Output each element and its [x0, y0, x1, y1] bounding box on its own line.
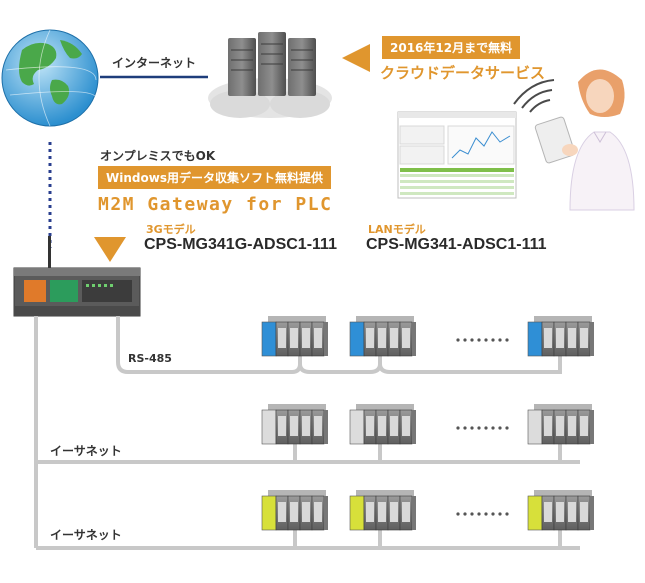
plc-unit-icon — [349, 316, 416, 357]
onpremise-label: オンプレミスでもOK — [100, 149, 216, 163]
plc-unit-icon — [527, 404, 594, 445]
ellipsis-dot — [470, 338, 474, 342]
gateway-device-icon — [13, 236, 141, 317]
cloud-free-badge: 2016年12月まで無料 — [382, 36, 521, 59]
ethernet-label-2: イーサネット — [50, 528, 122, 542]
ellipsis-dot — [477, 426, 481, 430]
model-lan-name: CPS-MG341-ADSC1-111 — [366, 236, 547, 253]
wifi-icon — [513, 79, 555, 113]
ellipsis-dot — [498, 512, 502, 516]
internet-label: インターネット — [112, 56, 197, 70]
plc-unit-icon — [261, 316, 328, 357]
plc-unit-icon — [349, 404, 416, 445]
ellipsis-dot — [456, 426, 460, 430]
cloud-service-label: クラウドデータサービス — [380, 64, 546, 82]
ellipsis-dot — [463, 512, 467, 516]
person-with-tablet-icon — [534, 69, 635, 211]
ellipsis-dot — [505, 512, 509, 516]
gateway-title: M2M Gateway for PLC — [98, 194, 333, 215]
ellipsis-dot — [463, 426, 467, 430]
network-lines — [34, 316, 580, 550]
ellipsis-dot — [477, 512, 481, 516]
ellipsis-dot — [470, 426, 474, 430]
arrow-left-icon — [342, 44, 370, 72]
model-3g-name: CPS-MG341G-ADSC1-111 — [144, 236, 337, 253]
ellipsis-dot — [491, 338, 495, 342]
plc-unit-icon — [261, 490, 328, 531]
cloud-server-icon — [208, 32, 332, 118]
ellipsis-dot — [505, 426, 509, 430]
ellipsis-dot — [463, 338, 467, 342]
ethernet-label-1: イーサネット — [50, 444, 122, 458]
ellipsis-dot — [470, 512, 474, 516]
ellipsis-dot — [456, 338, 460, 342]
windows-software-badge: Windows用データ収集ソフト無料提供 — [98, 166, 331, 189]
plc-unit-icon — [527, 316, 594, 357]
ellipsis-dot — [456, 512, 460, 516]
plc-unit-icon — [261, 404, 328, 445]
ellipsis-dots — [456, 338, 509, 516]
plc-unit-icon — [349, 490, 416, 531]
ellipsis-dot — [505, 338, 509, 342]
arrow-down-icon — [94, 237, 126, 262]
plc-unit-icon — [527, 490, 594, 531]
ellipsis-dot — [498, 426, 502, 430]
ellipsis-dot — [498, 338, 502, 342]
ellipsis-dot — [484, 512, 488, 516]
ellipsis-dot — [491, 512, 495, 516]
model-lan-type: LANモデル — [368, 223, 426, 236]
dashboard-screenshot — [397, 111, 517, 199]
ellipsis-dot — [484, 426, 488, 430]
model-3g-type: 3Gモデル — [146, 223, 196, 236]
ellipsis-dot — [477, 338, 481, 342]
ellipsis-dot — [491, 426, 495, 430]
ellipsis-dot — [484, 338, 488, 342]
rs485-label: RS-485 — [128, 352, 172, 365]
globe-icon — [1, 29, 99, 127]
